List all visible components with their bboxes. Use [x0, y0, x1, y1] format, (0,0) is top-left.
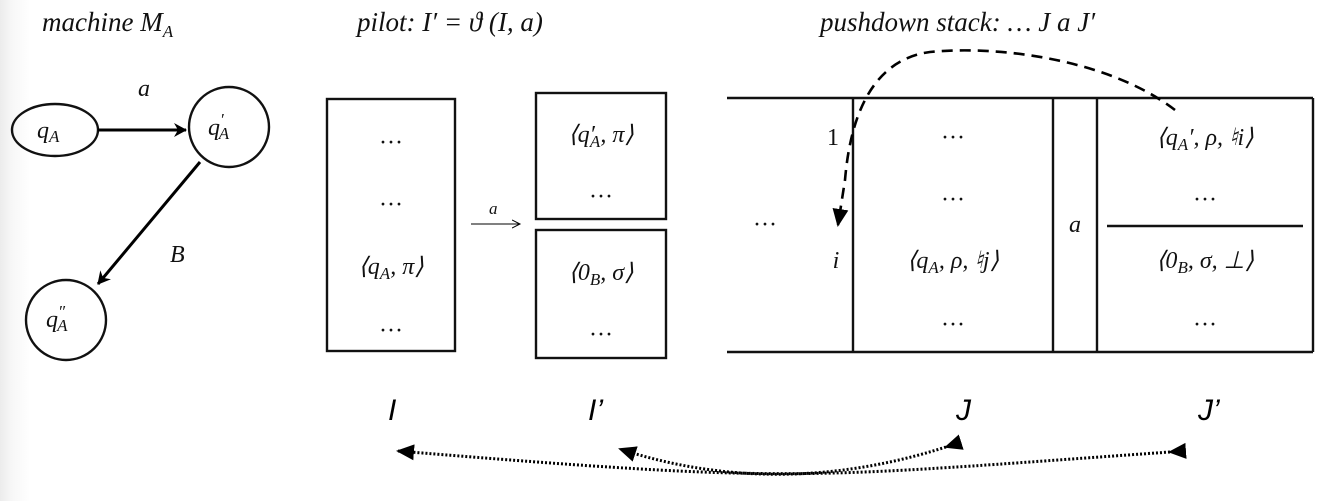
J-prime-row-0B: ⟨0B, σ, ⊥⟩ [1156, 248, 1255, 277]
I-row-1: ··· [379, 130, 403, 156]
macro-state-I-prime-top [534, 91, 668, 221]
I-row-qA: ⟨qA, π⟩ [358, 254, 424, 283]
machine-title: machine MA [42, 7, 174, 41]
pilot-graph: ··· ··· ⟨qA, π⟩ ··· a ⟨q′A, π⟩ ··· ⟨0B, … [325, 91, 668, 360]
I-prime-bottom-dots: ··· [589, 322, 613, 348]
pilot-transition-label: a [489, 199, 498, 218]
macro-state-I [325, 97, 457, 353]
edge-B [96, 161, 202, 285]
state-qA-prime-label: q′A [208, 110, 230, 143]
machine-graph: qA q′A q″A a B [10, 76, 271, 362]
I-prime-row-qA-prime: ⟨q′A, π⟩ [568, 122, 634, 151]
pushdown-stack: ··· 1 i ··· ··· ⟨qA, ρ, ♮j⟩ ··· a ⟨qA′, … [727, 49, 1315, 354]
J-prime-row-qA-prime: ⟨qA′, ρ, ♮i⟩ [1156, 125, 1254, 154]
J-row-4: ··· [941, 312, 965, 338]
state-qA-double-prime [24, 278, 108, 362]
stack-symbol-a: a [1069, 212, 1081, 238]
stack-index-1: 1 [827, 125, 839, 151]
label-J-prime: J’ [1197, 394, 1221, 427]
J-row-1: ··· [941, 125, 965, 151]
stack-index-i: i [833, 248, 840, 274]
stack-title: pushdown stack: … J a J′ [818, 7, 1096, 37]
edge-B-label: B [170, 242, 185, 268]
edge-a-label: a [138, 76, 150, 102]
J-row-qA: ⟨qA, ρ, ♮j⟩ [907, 248, 1000, 277]
label-I-prime: I’ [588, 394, 604, 427]
correspondence-J-I1 [618, 434, 964, 476]
state-qA-prime [187, 85, 271, 169]
correspondence-J1-I [396, 442, 1187, 476]
label-I: I [388, 394, 396, 427]
J-row-2: ··· [941, 187, 965, 213]
J-prime-top-dots: ··· [1193, 187, 1217, 213]
state-qA-label: qA [37, 118, 60, 146]
I-prime-top-dots: ··· [589, 184, 613, 210]
J-prime-bottom-dots: ··· [1193, 312, 1217, 338]
I-prime-row-0B: ⟨0B, σ⟩ [569, 260, 635, 289]
I-row-4: ··· [379, 318, 403, 344]
label-J: J [955, 394, 972, 427]
pilot-title: pilot: I′ = ϑ (I, a) [355, 7, 543, 37]
state-qA-double-prime-label: q″A [46, 302, 68, 335]
stack-left-dots: ··· [753, 212, 777, 238]
pointer-dashed-arrow [832, 49, 1176, 227]
macro-state-I-prime-bottom [534, 228, 668, 360]
I-row-2: ··· [379, 192, 403, 218]
